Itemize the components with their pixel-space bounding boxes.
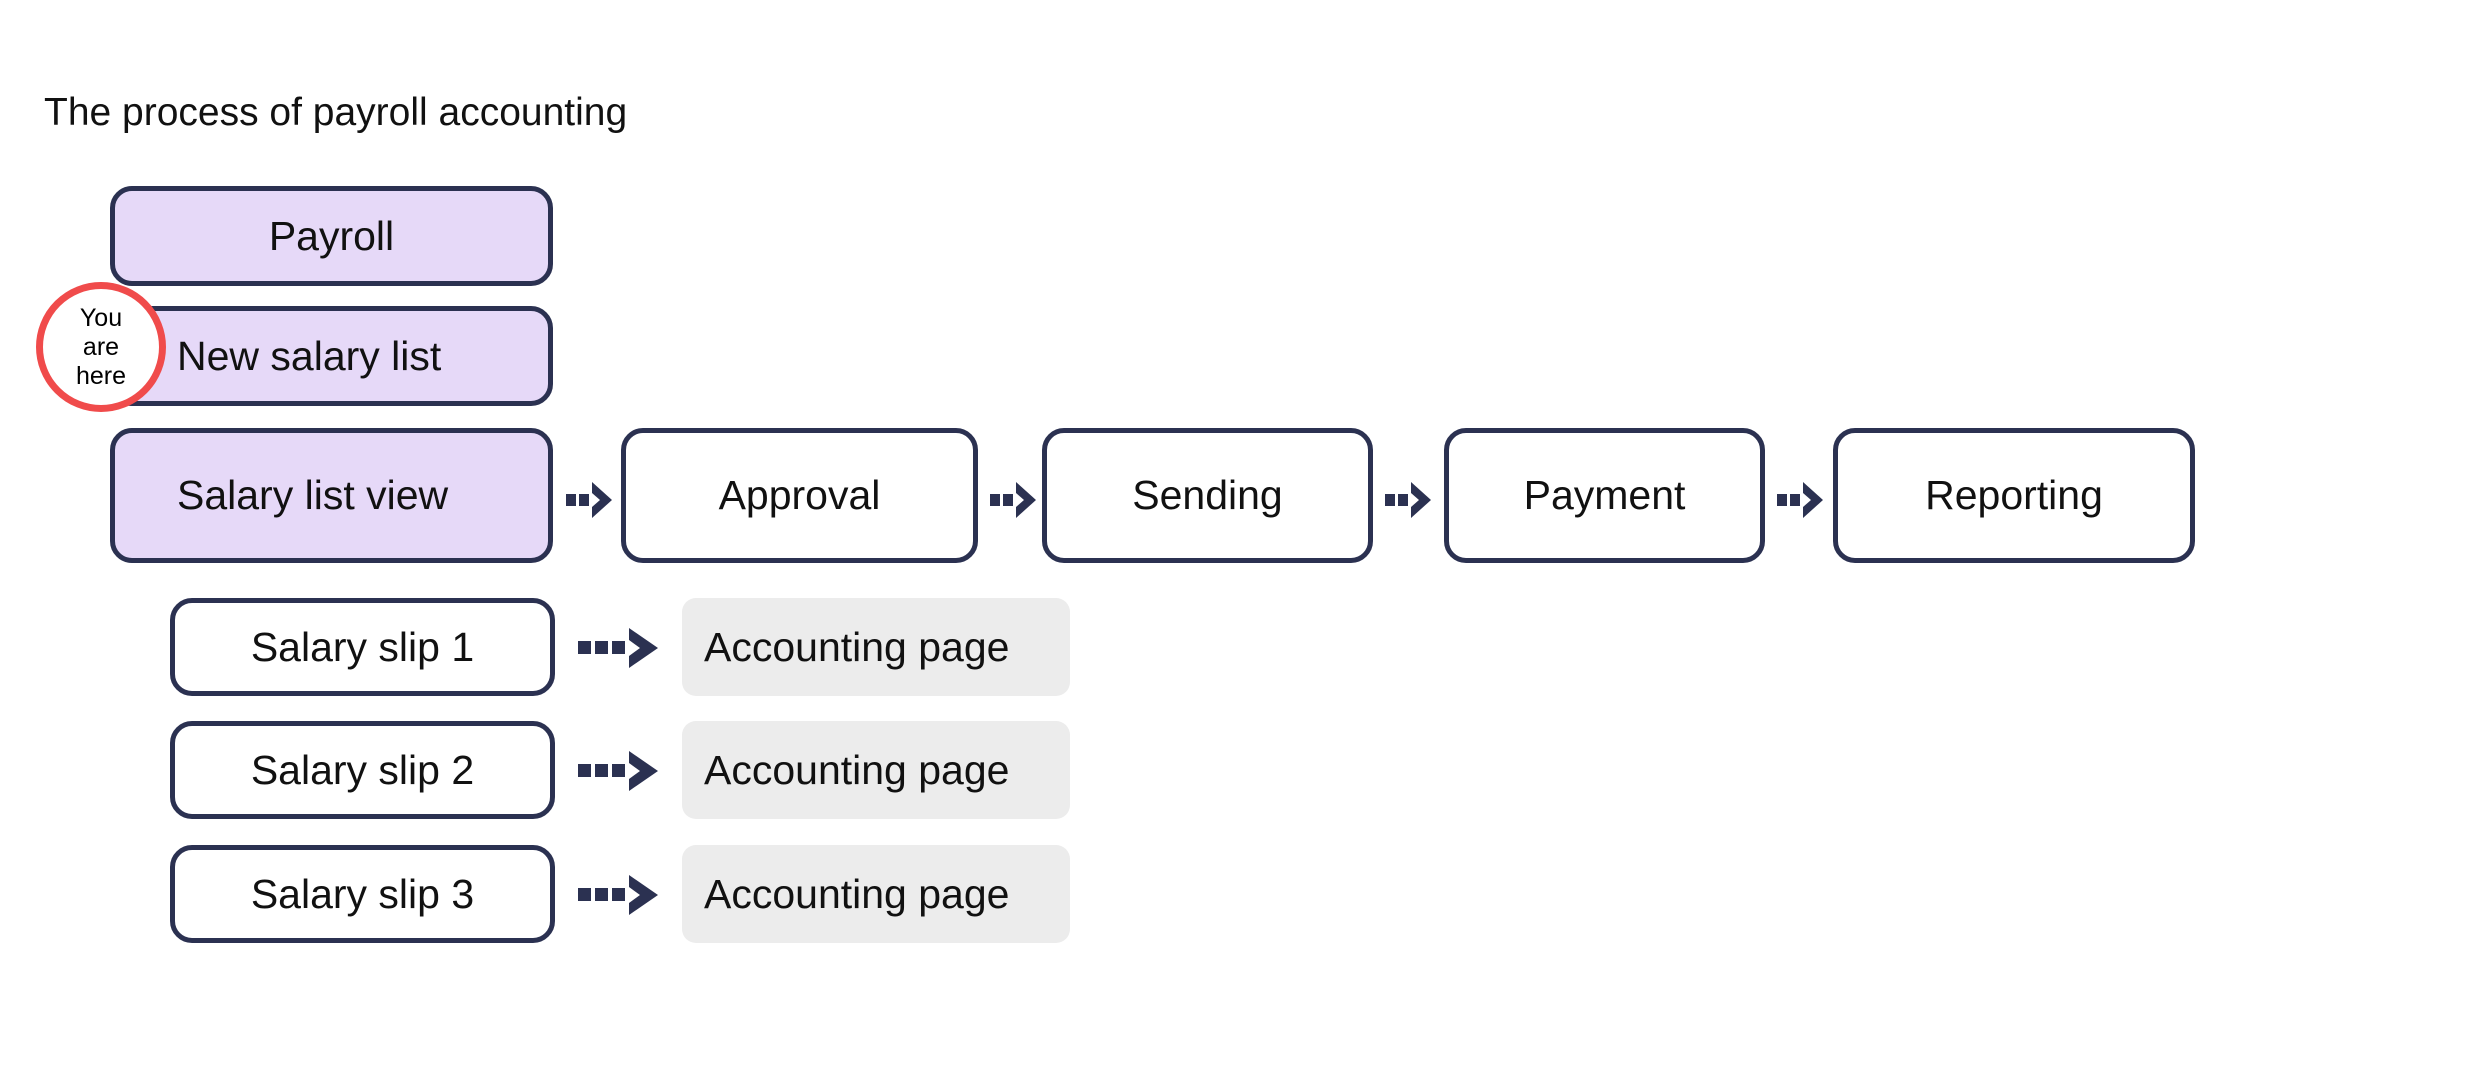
node-salary-slip-2[interactable]: Salary slip 2 bbox=[170, 721, 555, 819]
page-title: The process of payroll accounting bbox=[44, 91, 628, 134]
dashed-arrow-icon bbox=[578, 875, 658, 915]
node-salary-slip-3-label: Salary slip 3 bbox=[250, 870, 475, 917]
node-sending-label: Sending bbox=[1132, 472, 1283, 518]
node-new-salary-list-label: New salary list bbox=[177, 332, 442, 379]
dashed-arrow-icon bbox=[578, 751, 658, 791]
chip-accounting-page-3[interactable]: Accounting page bbox=[682, 845, 1070, 943]
chip-accounting-page-2[interactable]: Accounting page bbox=[682, 721, 1070, 819]
node-approval-label: Approval bbox=[718, 472, 881, 518]
node-payment[interactable]: Payment bbox=[1444, 428, 1765, 563]
node-new-salary-list[interactable]: New salary list bbox=[110, 306, 553, 406]
chip-accounting-page-3-label: Accounting page bbox=[704, 870, 1010, 917]
chip-accounting-page-2-label: Accounting page bbox=[704, 746, 1010, 793]
node-reporting-label: Reporting bbox=[1925, 472, 2103, 518]
you-are-here-marker: You are here bbox=[36, 282, 166, 412]
node-payment-label: Payment bbox=[1523, 472, 1686, 518]
node-sending[interactable]: Sending bbox=[1042, 428, 1373, 563]
you-are-here-line-1: You bbox=[79, 303, 123, 332]
node-salary-slip-2-label: Salary slip 2 bbox=[250, 746, 475, 793]
dashed-arrow-icon bbox=[578, 628, 658, 668]
flow-arrow-icon bbox=[990, 482, 1036, 518]
node-salary-list-view-label: Salary list view bbox=[177, 472, 449, 518]
node-payroll-label: Payroll bbox=[268, 212, 395, 259]
flow-arrow-icon bbox=[566, 482, 612, 518]
chip-accounting-page-1-label: Accounting page bbox=[704, 623, 1010, 670]
node-salary-slip-1[interactable]: Salary slip 1 bbox=[170, 598, 555, 696]
flow-arrow-icon bbox=[1777, 482, 1823, 518]
node-salary-slip-3[interactable]: Salary slip 3 bbox=[170, 845, 555, 943]
you-are-here-line-3: here bbox=[75, 361, 127, 390]
node-salary-slip-1-label: Salary slip 1 bbox=[250, 623, 475, 670]
you-are-here-line-2: are bbox=[82, 332, 120, 361]
flow-arrow-icon bbox=[1385, 482, 1431, 518]
node-reporting[interactable]: Reporting bbox=[1833, 428, 2195, 563]
chip-accounting-page-1[interactable]: Accounting page bbox=[682, 598, 1070, 696]
node-salary-list-view[interactable]: Salary list view bbox=[110, 428, 553, 563]
node-payroll[interactable]: Payroll bbox=[110, 186, 553, 286]
node-approval[interactable]: Approval bbox=[621, 428, 978, 563]
